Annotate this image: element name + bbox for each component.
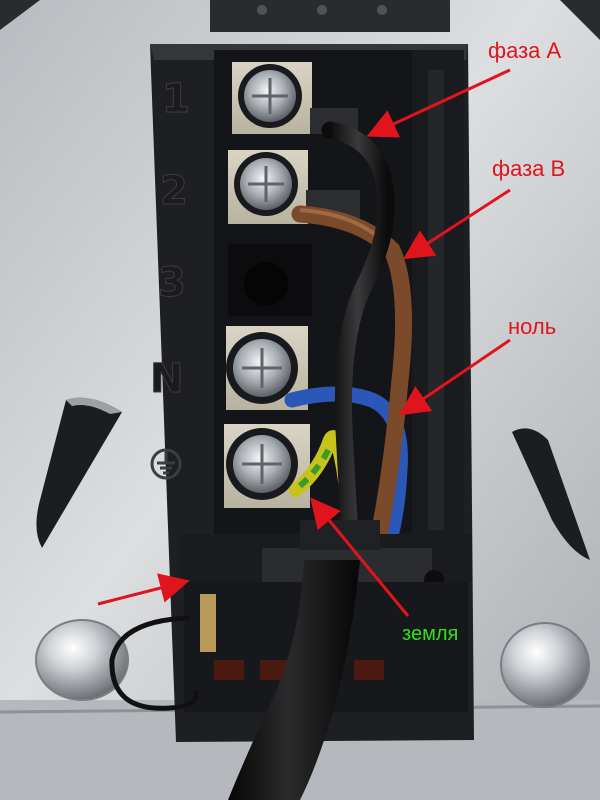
metal-bolt-left: [36, 620, 128, 700]
terminal-mark-1: 1: [162, 76, 190, 122]
metal-slot-top-right: [560, 0, 600, 40]
metal-slot-top-left: [0, 0, 40, 30]
wire-black-loop: [109, 615, 199, 711]
arrow-bridge: [97, 573, 190, 606]
terminal-1: [232, 62, 358, 134]
metal-bolt-right: [501, 623, 589, 707]
label-neutral: ноль: [508, 314, 556, 339]
wire-black-phase-a: [321, 121, 395, 549]
bridge-link: [200, 594, 216, 652]
arrow-phase-b: [402, 188, 511, 260]
terminal-mark-2: 2: [160, 168, 188, 214]
wire-brown-phase-b: [291, 205, 413, 549]
arrow-phase-a: [366, 68, 511, 138]
label-phase-a: фаза A: [488, 38, 562, 63]
terminal-mark-3: 3: [158, 260, 186, 306]
terminal-mark-n: N: [150, 356, 183, 402]
label-phase-b: фаза B: [492, 156, 565, 181]
metal-slot-left: [36, 397, 122, 548]
metal-slot-right: [512, 428, 590, 560]
arrow-neutral: [399, 338, 511, 416]
terminal-earth: [224, 424, 310, 508]
terminal-cover-hinge: [210, 0, 450, 32]
label-ground: земля: [402, 623, 458, 645]
main-power-cable: [228, 560, 360, 800]
arrow-ground: [310, 497, 410, 617]
terminal-3-empty: [228, 244, 312, 316]
earth-ground-icon: [150, 448, 182, 480]
